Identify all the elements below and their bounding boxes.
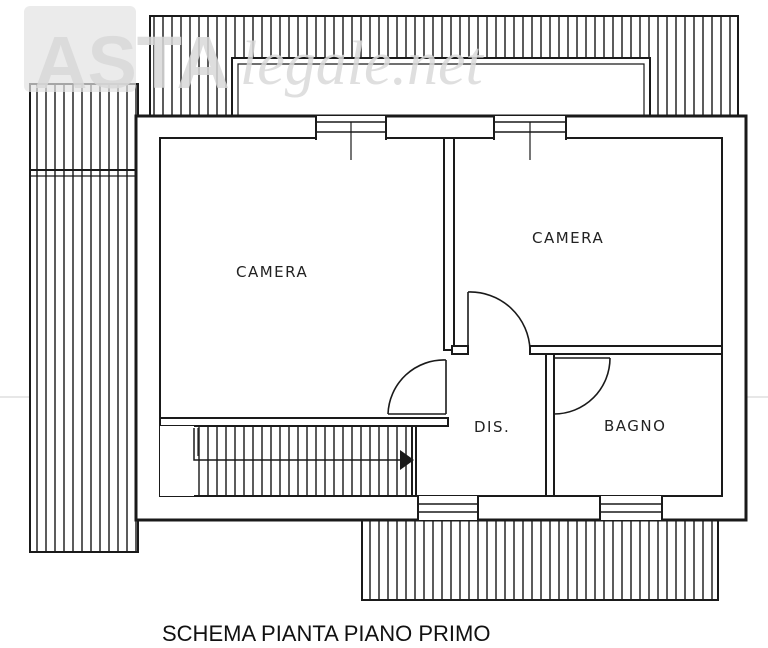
- staircase: [159, 425, 414, 497]
- room-label-dis: DIS.: [474, 418, 510, 436]
- watermark: ASTA legale.net: [24, 6, 485, 104]
- watermark-brand-bold: ASTA: [34, 21, 230, 104]
- doors: [387, 291, 611, 415]
- stair-arrow-icon: [400, 450, 414, 470]
- windows: [315, 116, 663, 520]
- room-label-camera-left: CAMERA: [236, 263, 308, 281]
- room-label-bagno: BAGNO: [604, 417, 666, 435]
- plan-caption: SCHEMA PIANTA PIANO PRIMO: [162, 621, 490, 646]
- room-label-camera-right: CAMERA: [532, 229, 604, 247]
- watermark-brand-rest: legale.net: [240, 30, 485, 98]
